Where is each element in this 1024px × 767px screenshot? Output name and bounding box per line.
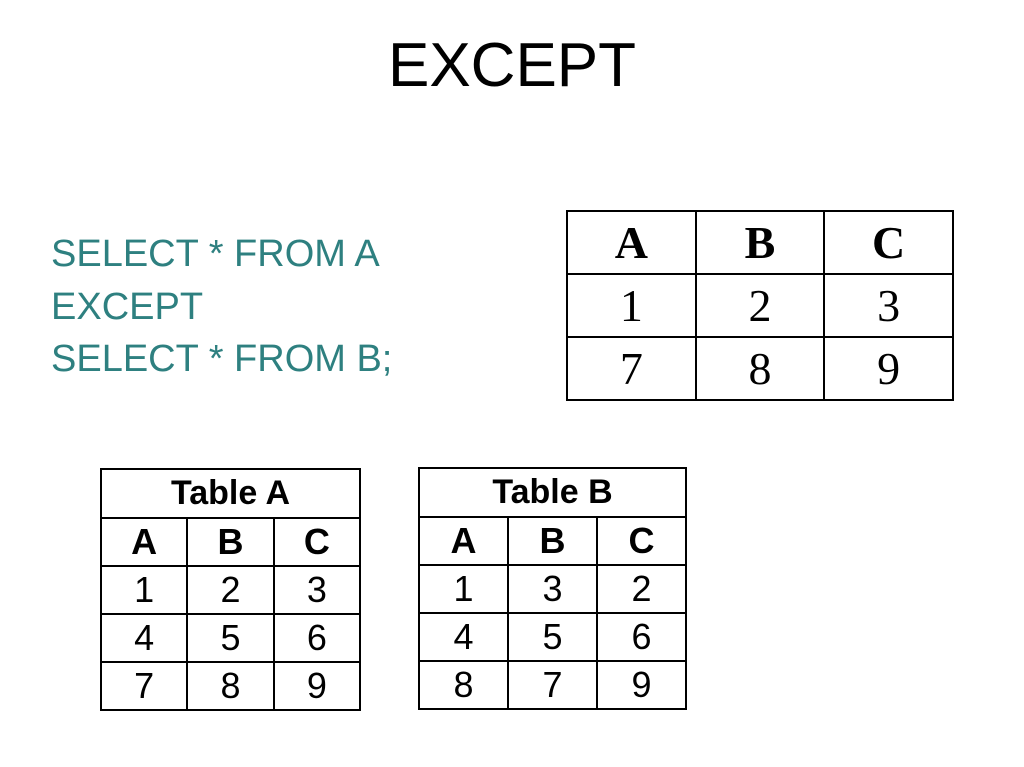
result-cell: 3 xyxy=(823,273,954,338)
table-a-row: 7 8 9 xyxy=(99,661,362,711)
result-cell: 7 xyxy=(566,336,697,401)
table-b-cell: 9 xyxy=(596,660,687,710)
table-b-cell: 4 xyxy=(418,612,509,662)
table-b: Table B A B C 1 3 2 4 5 6 8 7 9 xyxy=(418,467,687,710)
result-row: 1 2 3 xyxy=(566,273,954,338)
table-a-header-cell: B xyxy=(186,517,275,567)
table-a-header-cell: C xyxy=(272,517,362,567)
table-b-cell: 7 xyxy=(507,660,598,710)
sql-line-select-a: SELECT * FROM A xyxy=(51,233,380,275)
table-a-cell: 2 xyxy=(186,565,275,615)
table-b-header-row: A B C xyxy=(418,516,687,566)
slide-title: EXCEPT xyxy=(387,31,637,100)
result-header-cell: C xyxy=(823,210,954,275)
table-a-cell: 5 xyxy=(186,613,275,663)
result-table: A B C 1 2 3 7 8 9 xyxy=(566,210,954,401)
table-a-caption: Table A xyxy=(100,468,361,519)
table-b-cell: 3 xyxy=(507,564,598,614)
table-a-cell: 7 xyxy=(99,661,189,711)
result-header-row: A B C xyxy=(566,210,954,275)
table-b-header-cell: B xyxy=(507,516,598,566)
table-b-caption: Table B xyxy=(418,467,687,518)
result-header-cell: A xyxy=(566,210,697,275)
table-b-cell: 5 xyxy=(507,612,598,662)
table-b-cell: 6 xyxy=(596,612,687,662)
table-a-row: 1 2 3 xyxy=(99,565,362,615)
result-cell: 9 xyxy=(823,336,954,401)
result-cell: 2 xyxy=(694,273,826,338)
table-a-cell: 6 xyxy=(272,613,362,663)
table-b-caption-row: Table B xyxy=(418,467,687,518)
sql-line-except: EXCEPT xyxy=(51,286,204,328)
table-b-cell: 8 xyxy=(418,660,509,710)
table-b-row: 8 7 9 xyxy=(418,660,687,710)
table-a-cell: 9 xyxy=(272,661,362,711)
sql-line-select-b: SELECT * FROM B; xyxy=(51,338,393,380)
table-a-caption-row: Table A xyxy=(100,468,361,519)
table-b-header-cell: C xyxy=(596,516,687,566)
table-b-header-cell: A xyxy=(418,516,509,566)
table-a-header-cell: A xyxy=(99,517,189,567)
result-cell: 8 xyxy=(694,336,826,401)
result-header-cell: B xyxy=(694,210,826,275)
table-a: Table A A B C 1 2 3 4 5 6 7 8 9 xyxy=(99,468,362,711)
table-a-cell: 8 xyxy=(186,661,275,711)
table-b-cell: 1 xyxy=(418,564,509,614)
table-a-row: 4 5 6 xyxy=(99,613,362,663)
table-a-cell: 4 xyxy=(99,613,189,663)
result-cell: 1 xyxy=(566,273,697,338)
table-a-cell: 1 xyxy=(99,565,189,615)
table-a-cell: 3 xyxy=(272,565,362,615)
table-b-row: 1 3 2 xyxy=(418,564,687,614)
result-row: 7 8 9 xyxy=(566,336,954,401)
table-a-header-row: A B C xyxy=(99,517,362,567)
table-b-row: 4 5 6 xyxy=(418,612,687,662)
table-b-cell: 2 xyxy=(596,564,687,614)
